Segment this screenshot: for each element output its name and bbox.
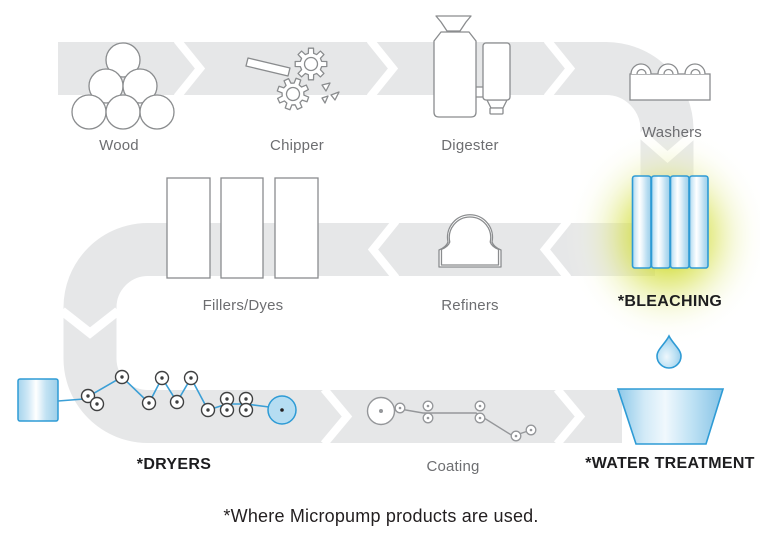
label-digester: Digester xyxy=(441,137,499,154)
water-basin-icon xyxy=(616,388,725,445)
digester-tank-icon xyxy=(433,15,511,118)
chevron-right-icon xyxy=(173,37,206,100)
washers-icon xyxy=(629,63,711,101)
chevron-left-icon xyxy=(367,218,400,281)
chipper-gears-icon xyxy=(245,47,340,115)
refiners-icon xyxy=(438,214,502,268)
chevron-right-icon xyxy=(320,386,353,447)
label-bleaching: *BLEACHING xyxy=(617,293,723,310)
label-chipper: Chipper xyxy=(270,137,324,154)
label-dryers: *DRYERS xyxy=(136,456,212,473)
footnote-caption: *Where Micropump products are used. xyxy=(223,506,539,526)
label-washers: Washers xyxy=(641,124,703,141)
chevron-down-icon xyxy=(59,307,121,339)
bleaching-towers-icon xyxy=(631,175,709,269)
chevron-right-icon xyxy=(366,37,399,100)
label-refiners: Refiners xyxy=(441,297,499,314)
chevron-right-icon xyxy=(553,386,586,447)
chevron-right-icon xyxy=(543,37,576,100)
dryers-web-icon xyxy=(17,369,297,425)
label-water-treatment: *WATER TREATMENT xyxy=(585,455,755,472)
label-coating: Coating xyxy=(426,458,480,475)
fillers-tanks-icon xyxy=(166,177,319,279)
label-fillers-dyes: Fillers/Dyes xyxy=(202,297,284,314)
chevron-left-icon xyxy=(539,218,572,281)
label-wood: Wood xyxy=(99,137,139,154)
water-drop-icon xyxy=(656,334,682,369)
coating-web-icon xyxy=(366,396,537,442)
wood-logs-icon xyxy=(71,42,175,130)
